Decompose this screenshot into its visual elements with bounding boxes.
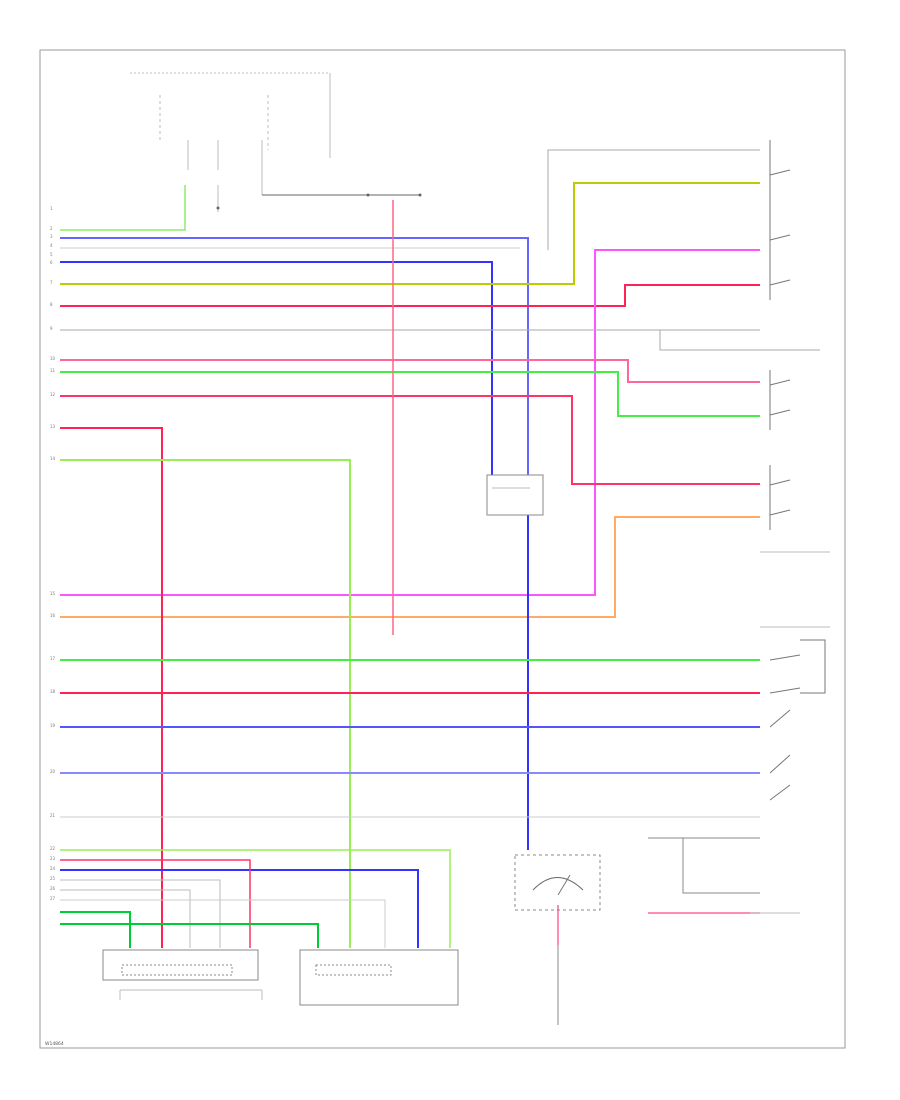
wire-pink-1 bbox=[60, 359, 760, 383]
wire-green-top bbox=[60, 185, 186, 231]
position-sensor bbox=[486, 474, 544, 516]
diagram-frame bbox=[39, 49, 846, 1049]
svg-text:23: 23 bbox=[50, 856, 56, 861]
wire-gray-1 bbox=[60, 879, 221, 948]
bottom-connector-right bbox=[299, 949, 459, 1006]
svg-text:22: 22 bbox=[50, 846, 56, 851]
left-pin-markers: 1 2 3 4 5 6 7 8 9 10 11 12 13 14 15 16 1… bbox=[50, 206, 56, 901]
svg-text:14: 14 bbox=[50, 456, 56, 461]
svg-text:6: 6 bbox=[50, 260, 53, 265]
svg-text:20: 20 bbox=[50, 769, 56, 774]
range-gauge bbox=[514, 854, 601, 911]
svg-text:16: 16 bbox=[50, 613, 56, 618]
svg-text:12: 12 bbox=[50, 392, 56, 397]
wire-green-4 bbox=[60, 911, 131, 948]
svg-text:27: 27 bbox=[50, 896, 56, 901]
bottom-connector-left bbox=[102, 949, 263, 1000]
svg-text:1: 1 bbox=[50, 206, 53, 211]
wire-ground-3 bbox=[682, 838, 760, 894]
wire-red-vertical bbox=[60, 427, 163, 948]
wire-orange-1 bbox=[60, 516, 760, 618]
footer-code: W14864 bbox=[45, 1041, 64, 1047]
wire-gray-top bbox=[547, 149, 760, 250]
svg-text:4: 4 bbox=[50, 243, 53, 248]
svg-text:25: 25 bbox=[50, 876, 56, 881]
top-connector bbox=[130, 72, 422, 212]
wire-blue-1 bbox=[60, 237, 529, 475]
svg-text:15: 15 bbox=[50, 591, 56, 596]
wire-red-4 bbox=[60, 859, 251, 948]
wires bbox=[60, 149, 820, 1025]
svg-text:17: 17 bbox=[50, 656, 56, 661]
wire-gray-3 bbox=[60, 899, 386, 948]
wire-green-3 bbox=[60, 849, 451, 948]
wire-green-1 bbox=[60, 371, 760, 417]
wire-red-2 bbox=[60, 395, 760, 485]
wire-yellowgreen bbox=[60, 182, 760, 285]
wire-red-1 bbox=[60, 284, 760, 307]
svg-text:5: 5 bbox=[50, 252, 53, 257]
svg-text:8: 8 bbox=[50, 302, 53, 307]
svg-text:9: 9 bbox=[50, 326, 53, 331]
svg-text:2: 2 bbox=[50, 226, 53, 231]
svg-text:21: 21 bbox=[50, 813, 56, 818]
svg-text:26: 26 bbox=[50, 886, 56, 891]
wire-blue-2 bbox=[60, 261, 493, 475]
wire-lightgreen-vertical bbox=[60, 459, 351, 948]
wire-gray-2 bbox=[60, 889, 191, 948]
right-switch-group bbox=[750, 140, 830, 914]
svg-text:7: 7 bbox=[50, 280, 53, 285]
wire-white-3 bbox=[659, 330, 820, 351]
wire-blue-4 bbox=[60, 869, 419, 948]
svg-text:13: 13 bbox=[50, 424, 56, 429]
svg-text:19: 19 bbox=[50, 723, 56, 728]
wire-green-5 bbox=[60, 923, 319, 948]
wire-magenta bbox=[60, 249, 760, 596]
svg-text:11: 11 bbox=[50, 368, 56, 373]
svg-text:18: 18 bbox=[50, 689, 56, 694]
svg-text:10: 10 bbox=[50, 356, 56, 361]
svg-text:24: 24 bbox=[50, 866, 56, 871]
svg-text:3: 3 bbox=[50, 234, 53, 239]
